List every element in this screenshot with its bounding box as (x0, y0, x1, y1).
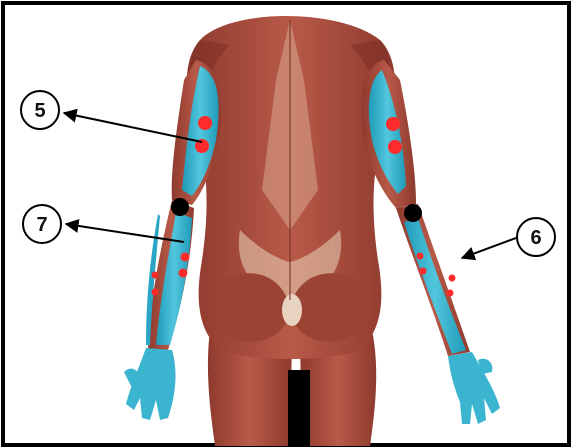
trigger-point (152, 272, 159, 279)
callout-6: 6 (517, 218, 555, 256)
trigger-point (449, 275, 456, 282)
right-elbow-marker (404, 204, 422, 222)
callout-5: 5 (21, 91, 59, 129)
callout-5-label: 5 (34, 100, 45, 122)
callout-7: 7 (23, 205, 61, 243)
trigger-point (417, 253, 424, 260)
torso (187, 16, 395, 359)
trigger-point (179, 269, 188, 278)
trigger-point (447, 290, 454, 297)
left-elbow-marker (171, 198, 189, 216)
trigger-point (181, 253, 190, 262)
trigger-point (386, 117, 400, 131)
trigger-point (152, 289, 159, 296)
trigger-point (198, 116, 212, 130)
leg-gap (288, 370, 310, 446)
callout-7-label: 7 (36, 214, 47, 236)
trigger-point (420, 268, 427, 275)
callout-6-label: 6 (530, 227, 541, 249)
trigger-point (388, 140, 402, 154)
